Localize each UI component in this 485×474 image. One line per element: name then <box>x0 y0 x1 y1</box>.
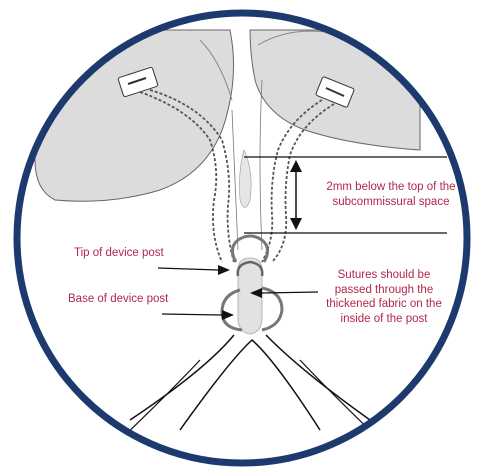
depth-annotation-line: subcommissural space <box>306 195 476 210</box>
sutures-annotation-line: Sutures should be <box>312 268 456 283</box>
depth-annotation: 2mm below the top of the subcommissural … <box>306 180 476 209</box>
depth-annotation-line: 2mm below the top of the <box>306 180 476 195</box>
tip-of-device-post-label: Tip of device post <box>74 246 164 261</box>
sutures-annotation-line: inside of the post <box>312 312 456 327</box>
sutures-annotation: Sutures should be passed through the thi… <box>312 268 456 326</box>
base-of-device-post-label: Base of device post <box>68 292 168 307</box>
sutures-annotation-line: thickened fabric on the <box>312 297 456 312</box>
sutures-annotation-line: passed through the <box>312 283 456 298</box>
